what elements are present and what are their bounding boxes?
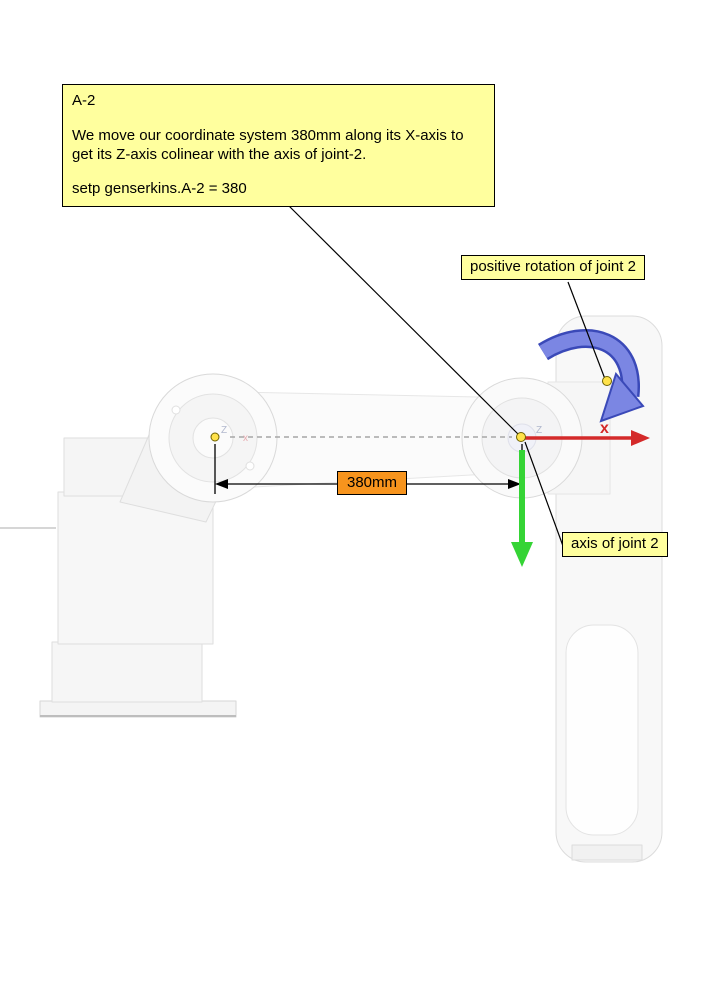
positive-rotation-label: positive rotation of joint 2 (461, 255, 645, 280)
right-triad-z-label: Z (536, 425, 542, 436)
joint1-bolt (171, 405, 181, 415)
callout-title: A-2 (72, 92, 96, 109)
x-axis-label: x (600, 420, 609, 437)
robot-forearm-foot (571, 844, 643, 861)
rotation-arrow-dot (602, 376, 612, 386)
robot-forearm-pocket (565, 624, 639, 836)
dimension-380mm-label: 380mm (337, 471, 408, 495)
left-triad-z-label: Z (221, 425, 227, 436)
callout-leader-line (282, 199, 519, 435)
rotation-label-leader-line (567, 281, 606, 380)
callout-body: We move our coordinate system 380mm alon… (72, 126, 464, 164)
joint1-bolt (245, 461, 255, 471)
robot-base-drum (51, 641, 203, 703)
joint2-axis-arrow (511, 450, 533, 567)
left-triad-x-label: x (243, 433, 248, 444)
robot-base-plate (39, 700, 237, 718)
callout-command: setp genserkins.A-2 = 380 (72, 179, 247, 197)
positive-rotation-arrow (537, 329, 645, 423)
a2-callout-box: A-2 We move our coordinate system 380mm … (62, 84, 495, 207)
x-axis-arrow: x (525, 420, 650, 446)
left-joint-dot (210, 432, 220, 442)
right-joint-dot (516, 432, 526, 442)
axis-of-joint2-label: axis of joint 2 (562, 532, 668, 557)
robot-arm-rendering (0, 315, 663, 863)
axis-label-leader-line (524, 441, 564, 547)
